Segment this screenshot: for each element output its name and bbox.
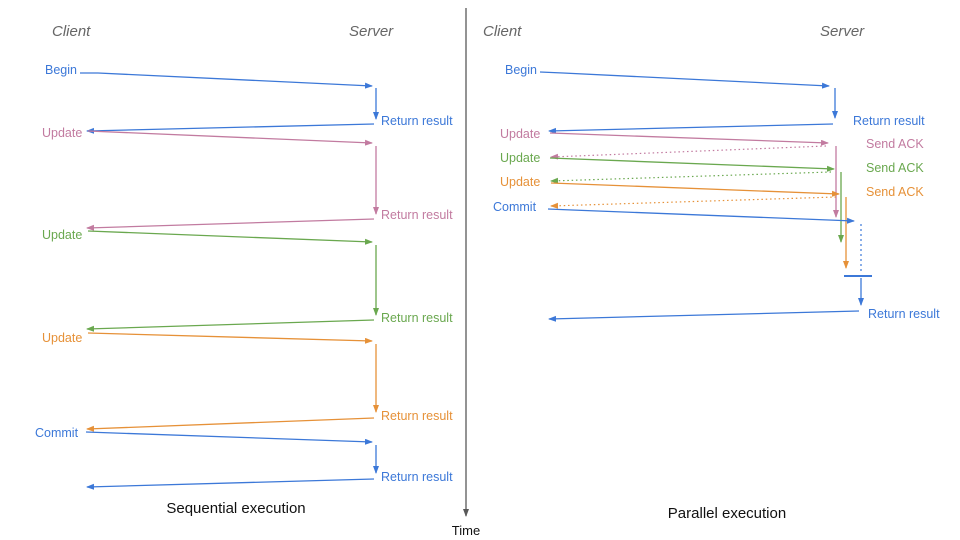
seq-return-result-2-label: Return result [381,208,453,222]
par-send-ack-1-label: Send ACK [866,137,924,151]
par-server-header: Server [820,23,865,40]
par-update-3-label: Update [500,175,541,189]
par-commit-exchange [547,208,872,322]
seq-update-2-label: Update [42,228,83,242]
ack-line-dotted [550,145,827,160]
seq-client-header: Client [52,23,91,40]
seq-return-result-1-label: Return result [381,114,453,128]
seq-return-result-4-label: Return result [381,409,453,423]
par-update3-exchange [550,182,849,269]
par-update1-exchange [549,132,839,218]
ack-line-dotted [550,196,837,209]
parallel-panel-arrows [539,71,872,322]
response-line [548,310,860,322]
time-axis-label: Time [451,523,481,538]
seq-update2-exchange [86,230,379,332]
request-line [87,332,373,344]
par-caption: Parallel execution [667,505,787,522]
seq-update-1-label: Update [42,126,83,140]
request-line [539,71,830,89]
par-return-result-2-label: Return result [868,307,940,321]
ack-line-dotted [550,171,832,184]
par-update2-exchange [549,157,844,243]
seq-caption: Sequential execution [166,500,306,517]
response-line [86,218,375,231]
par-begin-label: Begin [505,63,537,77]
response-line [548,123,834,134]
seq-update-3-label: Update [42,331,83,345]
request-line [549,157,835,172]
seq-begin-label: Begin [45,63,77,77]
response-line [86,123,375,134]
request-line [549,132,829,146]
seq-begin-exchange [80,72,379,134]
request-line [87,230,373,245]
seq-commit-label: Commit [35,426,79,440]
request-line [550,182,840,197]
seq-update3-exchange [86,332,379,432]
response-line [86,478,375,490]
seq-commit-exchange [85,431,379,490]
par-update-2-label: Update [500,151,541,165]
response-line [86,417,375,432]
par-send-ack-3-label: Send ACK [866,185,924,199]
request-line [80,72,373,89]
par-send-ack-2-label: Send ACK [866,161,924,175]
seq-return-result-5-label: Return result [381,470,453,484]
sequential-panel-arrows [80,72,379,490]
par-commit-label: Commit [493,200,537,214]
seq-return-result-3-label: Return result [381,311,453,325]
seq-server-header: Server [349,23,394,40]
par-client-header: Client [483,23,522,40]
par-update-1-label: Update [500,127,541,141]
par-return-result-1-label: Return result [853,114,925,128]
request-line [87,130,373,146]
request-line [85,431,373,445]
seq-update1-exchange [86,130,379,231]
response-line [86,319,375,332]
request-line [547,208,855,224]
par-begin-exchange [539,71,838,134]
